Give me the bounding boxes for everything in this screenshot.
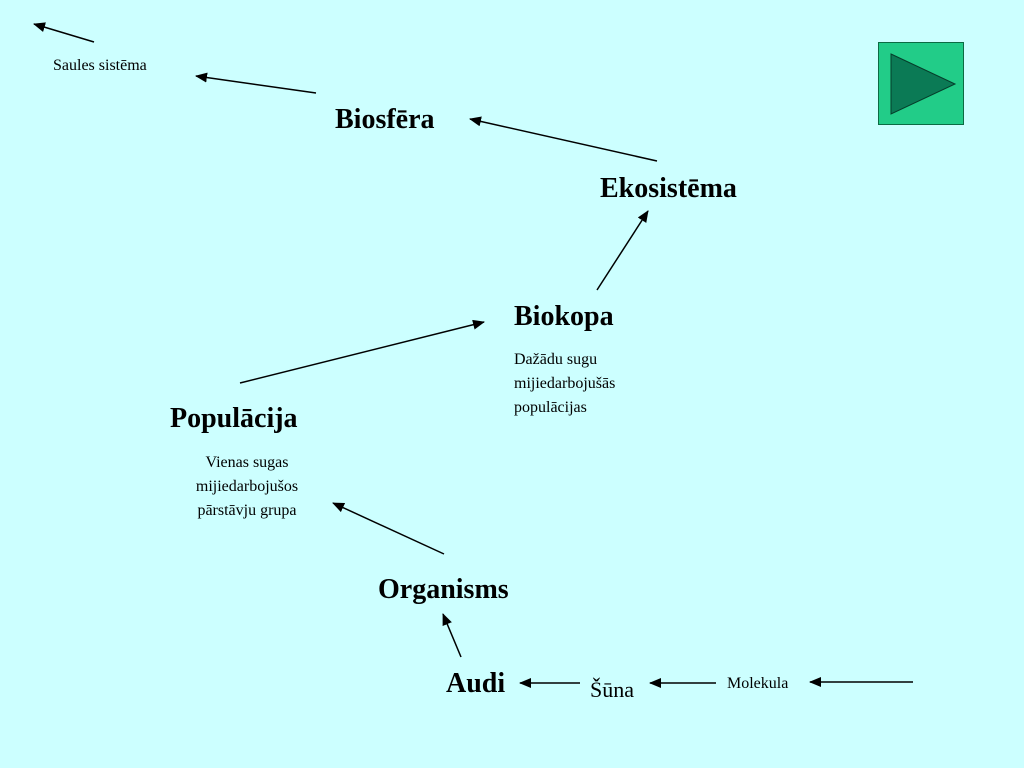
- biokopa-desc-line: mijiedarbojušās: [514, 375, 616, 392]
- arrow-populacija-to-biokopa: [239, 319, 485, 384]
- node-organisms: Organisms: [378, 574, 509, 605]
- node-audi: Audi: [446, 668, 506, 699]
- arrow-to-offscreen: [33, 22, 95, 43]
- node-ekosistema: Ekosistēma: [600, 173, 737, 204]
- biokopa-description: Dažādu sugu mijiedarbojušās populācijas: [514, 348, 615, 420]
- node-populacija: Populācija: [170, 403, 298, 434]
- populacija-desc-line: Vienas sugas: [205, 454, 289, 471]
- arrow-biokopa-to-ekosistema: [596, 210, 649, 291]
- arrow-audi-to-organisms: [442, 613, 462, 658]
- biokopa-desc-line: Dažādu sugu: [514, 351, 598, 368]
- node-suna: Šūna: [590, 677, 634, 702]
- populacija-desc-line: mijiedarbojušos: [195, 478, 299, 495]
- populacija-desc-line: pārstāvju grupa: [197, 502, 297, 519]
- populacija-description: Vienas sugas mijiedarbojušos pārstāvju g…: [167, 451, 327, 523]
- node-biosfera: Biosfēra: [335, 104, 435, 135]
- next-slide-button[interactable]: [878, 42, 964, 125]
- node-molekula: Molekula: [727, 675, 789, 692]
- biokopa-desc-line: populācijas: [514, 399, 587, 416]
- arrow-ekosistema-to-biosfera: [469, 116, 658, 162]
- node-saules-sistema: Saules sistēma: [53, 57, 147, 74]
- play-triangle-icon: [890, 53, 957, 115]
- arrow-biosfera-to-saules-sistema: [195, 72, 317, 94]
- arrow-organisms-to-populacija: [332, 502, 445, 555]
- node-biokopa: Biokopa: [514, 301, 614, 332]
